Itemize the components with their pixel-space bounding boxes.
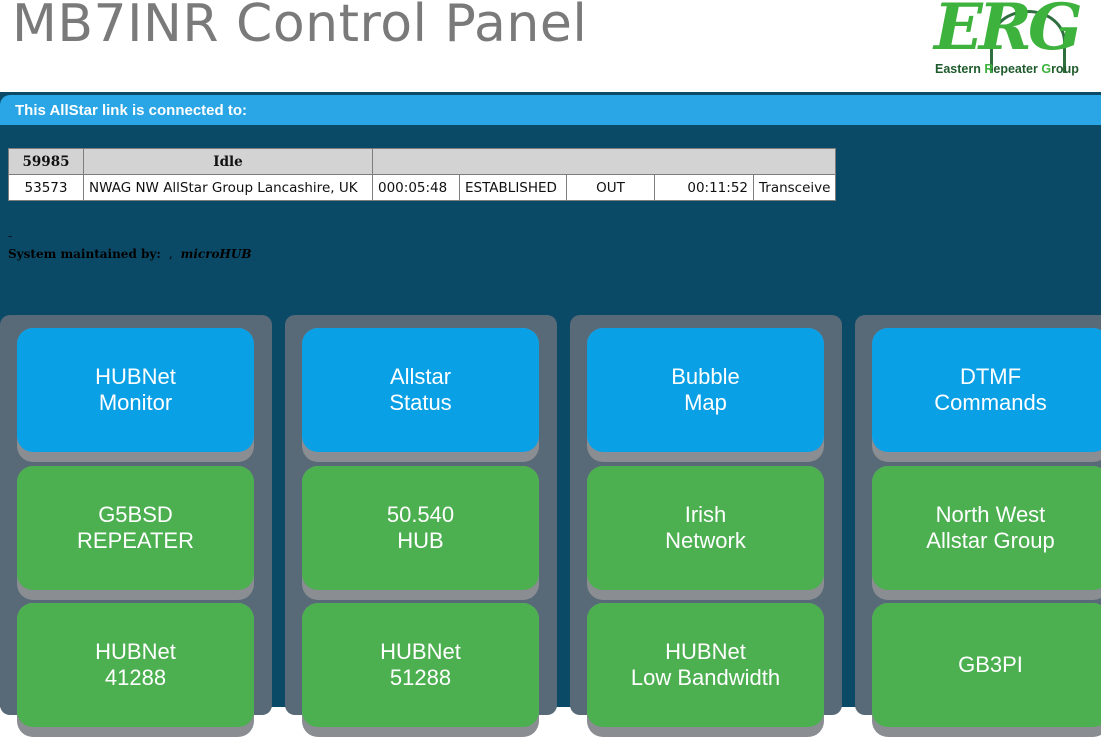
logo-mark: ERG bbox=[934, 0, 1083, 65]
cell-keyed: 00:11:52 bbox=[654, 174, 754, 201]
tile-label: HUBNet 51288 bbox=[302, 603, 539, 727]
tile-button-hubnet-monitor[interactable]: HUBNet Monitor bbox=[17, 328, 254, 462]
tile-label: Irish Network bbox=[587, 466, 824, 590]
tile-label: HUBNet 41288 bbox=[17, 603, 254, 727]
header: MB7INR Control Panel ERG Eastern Repeate… bbox=[0, 0, 1101, 92]
header-status: Idle bbox=[83, 148, 373, 175]
tile-button-g5bsd-repeater[interactable]: G5BSD REPEATER bbox=[17, 466, 254, 600]
cell-mode: Transceive bbox=[752, 174, 837, 201]
header-node: 59985 bbox=[8, 148, 84, 175]
tile-label: HUBNet Low Bandwidth bbox=[587, 603, 824, 727]
logo-arc-graphic bbox=[990, 10, 1066, 73]
tile-label: Allstar Status bbox=[302, 328, 539, 452]
connection-bar: This AllStar link is connected to: bbox=[0, 95, 1101, 125]
tile-label: Bubble Map bbox=[587, 328, 824, 452]
cell-direction: OUT bbox=[566, 174, 655, 201]
table-row: 53573 NWAG NW AllStar Group Lancashire, … bbox=[8, 174, 837, 201]
maintained-label: System maintained by: bbox=[8, 247, 161, 261]
logo-subtitle: Eastern Repeater Group bbox=[935, 62, 1079, 76]
connection-table: 59985 Idle 53573 NWAG NW AllStar Group L… bbox=[8, 148, 837, 201]
tile-button-dtmf-commands[interactable]: DTMF Commands bbox=[872, 328, 1101, 462]
erg-logo: ERG Eastern Repeater Group bbox=[930, 0, 1101, 84]
tile-button-north-west-allstar-group[interactable]: North West Allstar Group bbox=[872, 466, 1101, 600]
main-panel: This AllStar link is connected to: 59985… bbox=[0, 92, 1101, 737]
cell-time: 000:05:48 bbox=[372, 174, 460, 201]
tile-button-hubnet-low-bandwidth[interactable]: HUBNet Low Bandwidth bbox=[587, 603, 824, 737]
tile-button-allstar-status[interactable]: Allstar Status bbox=[302, 328, 539, 462]
dash-text: - bbox=[8, 229, 13, 243]
tile-label: DTMF Commands bbox=[872, 328, 1101, 452]
maintained-hub: microHUB bbox=[180, 247, 252, 261]
tile-label: GB3PI bbox=[872, 603, 1101, 727]
cell-node: 53573 bbox=[8, 174, 84, 201]
connection-bar-label: This AllStar link is connected to: bbox=[15, 102, 247, 119]
tile-button-bubble-map[interactable]: Bubble Map bbox=[587, 328, 824, 462]
tile-button-50-540-hub[interactable]: 50.540 HUB bbox=[302, 466, 539, 600]
tile-button-gb3pi[interactable]: GB3PI bbox=[872, 603, 1101, 737]
tile-column: Allstar Status 50.540 HUB HUBNet 51288 bbox=[285, 315, 557, 737]
tile-button-irish-network[interactable]: Irish Network bbox=[587, 466, 824, 600]
tile-button-hubnet-41288[interactable]: HUBNet 41288 bbox=[17, 603, 254, 737]
cell-description: NWAG NW AllStar Group Lancashire, UK bbox=[83, 174, 373, 201]
maintained-separator: , bbox=[168, 247, 173, 261]
cell-state: ESTABLISHED bbox=[459, 174, 567, 201]
header-empty bbox=[371, 148, 837, 175]
maintained-by: System maintained by:, microHUB bbox=[8, 247, 251, 261]
table-header-row: 59985 Idle bbox=[8, 148, 837, 175]
tile-label: 50.540 HUB bbox=[302, 466, 539, 590]
tile-button-hubnet-51288[interactable]: HUBNet 51288 bbox=[302, 603, 539, 737]
tile-label: North West Allstar Group bbox=[872, 466, 1101, 590]
tile-label: G5BSD REPEATER bbox=[17, 466, 254, 590]
tile-label: HUBNet Monitor bbox=[17, 328, 254, 452]
page-title: MB7INR Control Panel bbox=[12, 0, 588, 54]
